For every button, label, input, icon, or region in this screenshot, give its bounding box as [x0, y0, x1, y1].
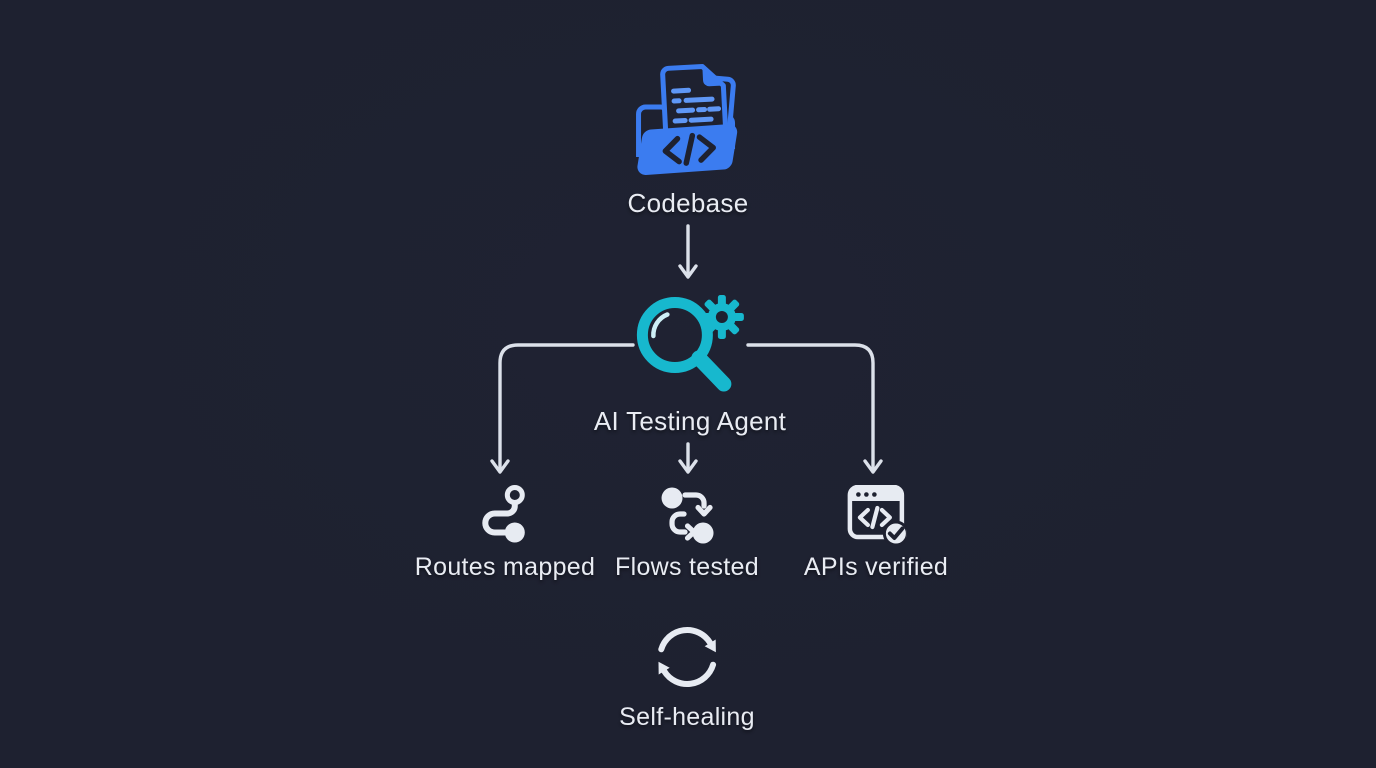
- node-label-agent: AI Testing Agent: [593, 406, 787, 436]
- browser-code-check-icon: [847, 485, 907, 546]
- node-label-codebase: Codebase: [627, 188, 749, 218]
- refresh-icon: [658, 627, 716, 687]
- node-flows: Flows tested: [615, 482, 759, 582]
- node-label-routes: Routes mapped: [414, 553, 596, 581]
- folder-code-icon: [636, 64, 738, 175]
- node-label-apis: APIs verified: [803, 553, 949, 581]
- node-selfhealing: Self-healing: [619, 621, 755, 732]
- node-apis: APIs verified: [804, 485, 948, 582]
- route-icon: [482, 485, 525, 543]
- edge-agent-apis: [746, 343, 883, 474]
- gear-icon: [699, 295, 744, 339]
- node-codebase: Codebase: [628, 57, 749, 218]
- node-label-flows: Flows tested: [615, 553, 759, 581]
- node-label-selfhealing: Self-healing: [619, 703, 755, 731]
- node-routes: Routes mapped: [415, 484, 595, 582]
- edge-agent-routes: [490, 343, 635, 474]
- flow-arrows-icon: [661, 487, 714, 544]
- magnifier-gear-icon: [636, 295, 744, 392]
- node-agent: AI Testing Agent: [594, 295, 786, 436]
